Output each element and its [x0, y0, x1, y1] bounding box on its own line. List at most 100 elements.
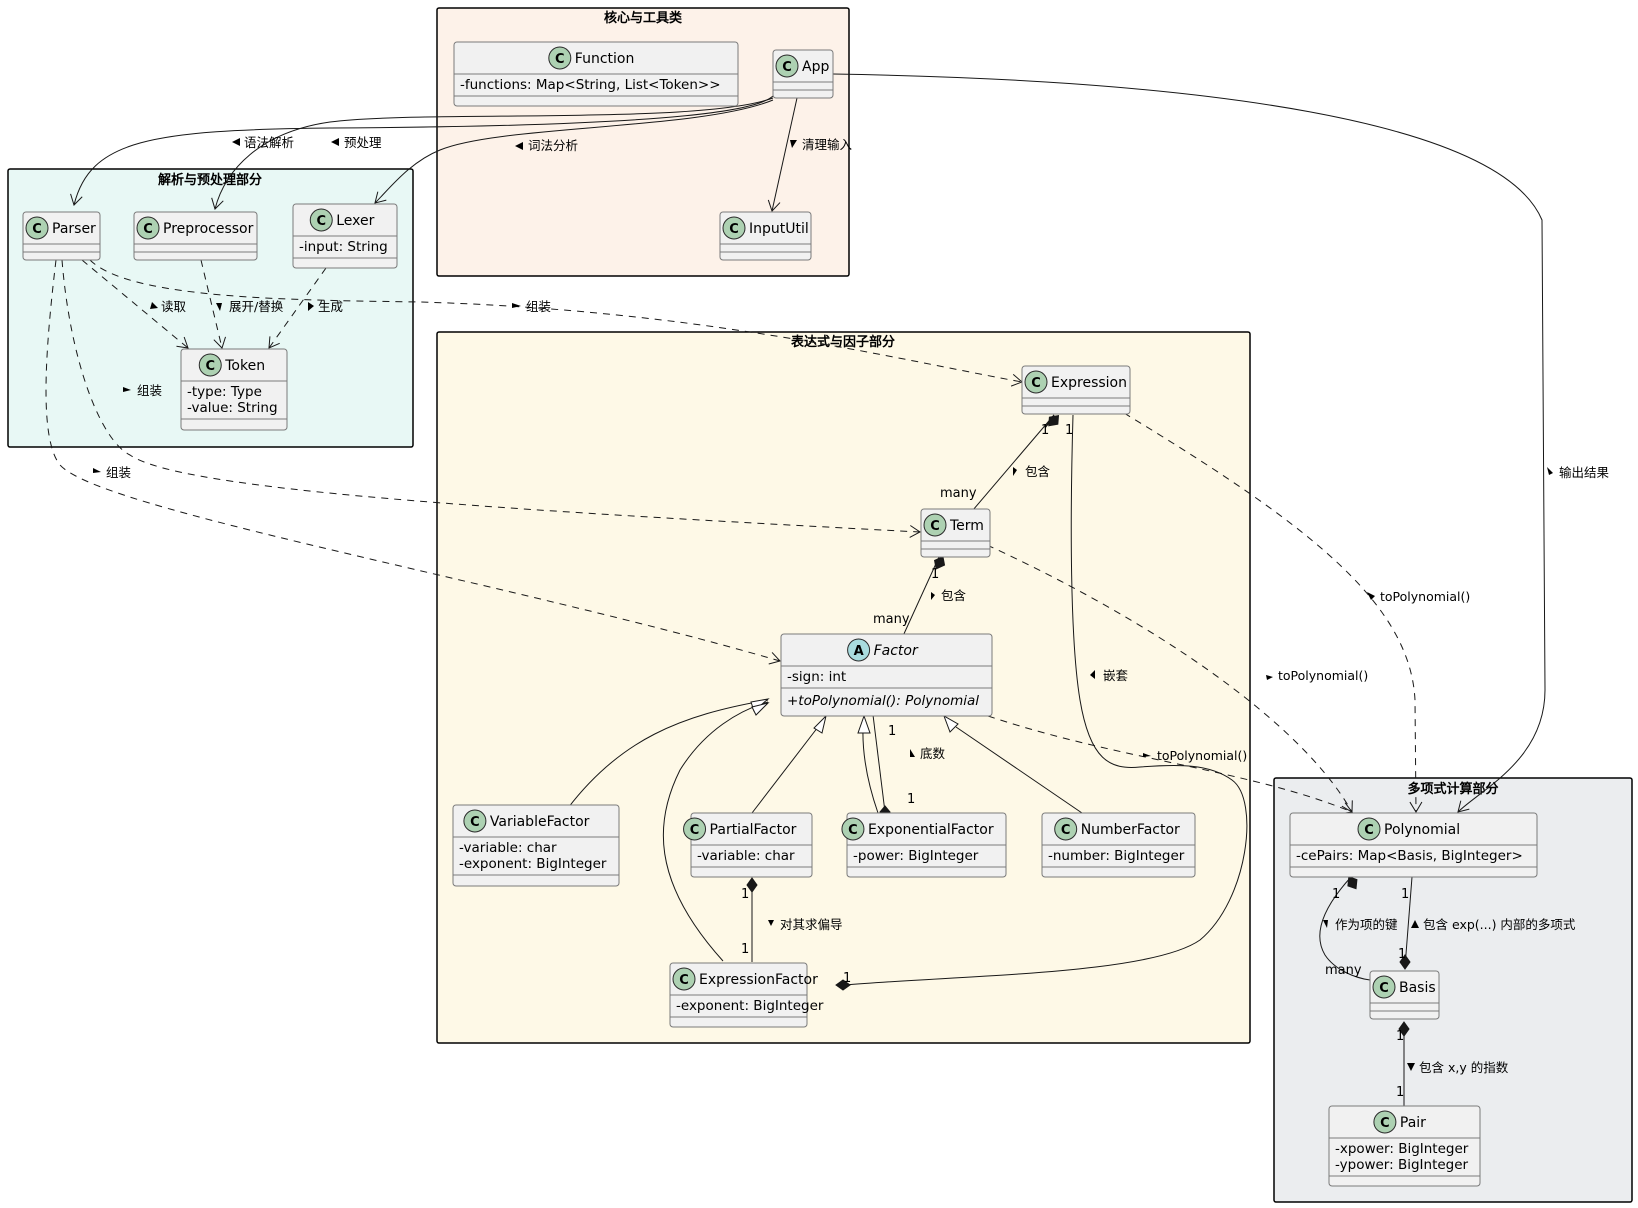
class-attribute: -variable: char: [459, 840, 557, 856]
direction-icon: [1367, 592, 1375, 600]
label-app-preprocessor: 预处理: [344, 135, 382, 150]
mult-partialfactor-from: 1: [741, 887, 749, 902]
label-expression-polynomial: toPolynomial(): [1380, 589, 1470, 604]
multiplicities: 1 many 1 1 many 1 1 1 1 1 1 many 1 1 1 1: [741, 423, 1409, 1100]
class-name: App: [802, 59, 829, 75]
label-term-polynomial: toPolynomial(): [1278, 668, 1368, 683]
class-name: Factor: [874, 643, 919, 659]
package-parse-title: 解析与预处理部分: [157, 172, 262, 188]
mult-term-factor-to: many: [873, 612, 910, 627]
edge-numberfactor-factor: [955, 726, 1083, 814]
diamond-partialfactor: [746, 877, 758, 893]
package-core-title: 核心与工具类: [604, 10, 683, 26]
class-name: Function: [575, 51, 635, 67]
edge-parser-term: [61, 259, 921, 538]
class-parser[interactable]: C Parser: [22, 211, 101, 261]
class-name: PartialFactor: [710, 822, 797, 838]
class-attribute: -cePairs: Map<Basis, BigInteger>: [1296, 848, 1523, 864]
class-icon: [841, 817, 865, 841]
direction-icon: [1407, 1063, 1415, 1071]
direction-icon: [512, 303, 521, 308]
label-preprocessor-token: 展开/替换: [229, 299, 284, 314]
stereotype-letter: C: [1031, 376, 1041, 391]
class-name: ExponentialFactor: [868, 822, 994, 838]
stereotype-letter: C: [1380, 1116, 1390, 1131]
class-box: [780, 633, 993, 717]
stereotype-letter: C: [729, 222, 739, 237]
mult-term-factor-from: 1: [931, 567, 939, 582]
stereotype-letter: C: [782, 60, 792, 75]
stereotype-letter: C: [32, 222, 42, 237]
mult-expression-term-to: many: [940, 486, 977, 501]
label-basis-pair: 包含 x,y 的指数: [1419, 1060, 1509, 1075]
diamond-term-factor: [933, 555, 946, 570]
class-attribute: -functions: Map<String, List<Token>>: [460, 77, 721, 93]
direction-icon: [1323, 920, 1328, 928]
classes: C Function -functions: Map<String, List<To…: [22, 41, 1538, 1187]
label-term-factor: 包含: [941, 588, 967, 603]
edge-expressionfactor-factor: [662, 701, 769, 962]
edge-app-parser: [70, 95, 774, 206]
stereotype-letter: C: [679, 973, 689, 988]
class-icon: [548, 46, 572, 70]
stereotype-letter: C: [848, 823, 858, 838]
package-poly-title: 多项式计算部分: [1407, 781, 1498, 797]
class-attribute: -power: BigInteger: [853, 848, 979, 864]
mult-partialfactor-to: 1: [741, 942, 749, 957]
label-parser-factor: 组装: [106, 465, 131, 480]
stereotype-letter: C: [470, 815, 480, 830]
class-attribute: -exponent: BigInteger: [459, 856, 607, 872]
class-name: Term: [949, 518, 984, 534]
edge-exponentialfactor-factor: [862, 726, 879, 814]
package-expr-title: 表达式与因子部分: [790, 334, 895, 350]
edge-variablefactor-factor: [567, 699, 769, 809]
class-name: Lexer: [336, 213, 374, 229]
generalization-triangle-exponential: [857, 714, 871, 734]
stereotype-letter: C: [1364, 823, 1374, 838]
class-variablefactor[interactable]: C VariableFactor -variable: char-exponent:…: [452, 804, 620, 887]
diamond-expressionfactor: [835, 979, 851, 991]
class-exponentialfactor[interactable]: C ExponentialFactor -power: BigInteger: [841, 812, 1007, 878]
edge-app-preprocessor: [211, 97, 774, 210]
class-app[interactable]: C App: [772, 49, 834, 99]
edge-expression-polynomial: [1123, 412, 1423, 813]
label-expression-term: 包含: [1025, 464, 1051, 479]
class-name: Parser: [52, 221, 96, 237]
mult-expression-term-from: 1: [1041, 423, 1049, 438]
diamond-expression-term: [1048, 415, 1060, 427]
direction-icon: [515, 142, 523, 150]
mult-basis-exp-from: 1: [1401, 887, 1409, 902]
edge-lexer-token: [268, 267, 327, 349]
label-basis-polynomial-exp: 包含 exp(...) 内部的多项式: [1423, 917, 1576, 932]
class-name: VariableFactor: [490, 814, 590, 830]
label-factor-exponentialfactor: 底数: [920, 746, 946, 761]
direction-icon: [1143, 753, 1151, 757]
direction-icon: [331, 138, 339, 146]
edge-labels: 语法解析 预处理 词法分析 清理输入 输出结果 读取 展开/替换 生成 组装 组…: [93, 135, 1610, 1075]
class-icon: [463, 809, 487, 833]
mult-basis-pair-to: 1: [1396, 1085, 1404, 1100]
abstract-class-icon: [847, 638, 871, 662]
class-icon: [1373, 1110, 1397, 1134]
mult-factor-exponentialfactor-from: 1: [888, 724, 896, 739]
edge-polynomial-basis-key: [1319, 876, 1371, 981]
class-icon: [1024, 370, 1048, 394]
direction-icon: [232, 138, 240, 146]
edge-parser-expression: [89, 259, 1023, 387]
stereotype-letter: C: [143, 222, 153, 237]
